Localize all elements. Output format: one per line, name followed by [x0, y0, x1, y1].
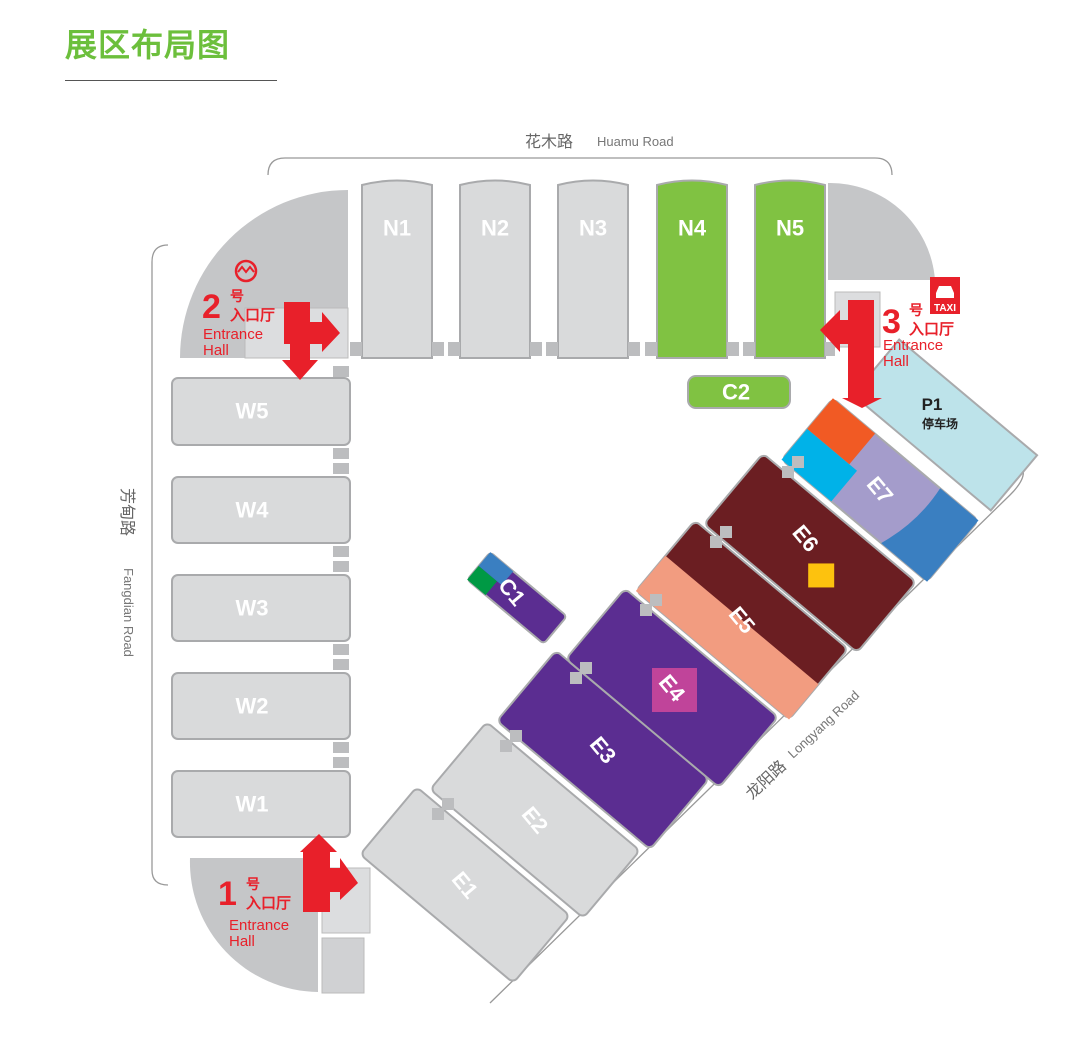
hall-E6[interactable]: E6 — [704, 453, 916, 652]
parking-cn: 停车场 — [922, 416, 958, 431]
hall-label: N5 — [776, 216, 804, 241]
metro-icon — [234, 259, 258, 283]
hall-N3[interactable]: N3 — [557, 179, 629, 359]
hall-N4[interactable]: N4 — [656, 179, 728, 359]
entrance-2-number: 2 — [202, 288, 221, 326]
west-road-cn: 芳甸路 — [118, 488, 137, 536]
entrance-1-cn-top: 号 — [246, 876, 260, 892]
hall-N1[interactable]: N1 — [361, 179, 433, 359]
hall-label: N3 — [579, 216, 607, 241]
entrance-3-en1: Entrance — [883, 337, 943, 354]
hall-label: N1 — [383, 216, 411, 241]
e5-zone — [635, 555, 819, 720]
entrance-3-arrow-icon — [820, 300, 882, 408]
parking-label: P1 — [922, 395, 943, 414]
hall-label: W5 — [236, 399, 269, 424]
hall-W3[interactable]: W3 — [171, 574, 351, 642]
huamu-road-line — [267, 157, 893, 176]
entrance-1-number: 1 — [218, 875, 237, 913]
entrance-2-cn-top: 号 — [230, 288, 244, 304]
fangdian-road-line — [151, 244, 169, 886]
entrance-2-en1: Entrance — [203, 326, 263, 343]
west-connectors — [333, 366, 349, 768]
hall-C1[interactable]: C1 — [467, 552, 567, 644]
entrance-2-cn: 入口厅 — [230, 307, 275, 324]
entrance-1-annex — [321, 937, 365, 994]
east-connectors — [432, 456, 804, 820]
entrance-3-number: 3 — [882, 303, 901, 341]
entrance-2-arrow-icon — [282, 302, 340, 380]
hall-label: W3 — [236, 596, 269, 621]
hall-label: W2 — [236, 694, 269, 719]
north-road-cn: 花木路 — [525, 132, 573, 151]
entrance-hall-3-plaza — [828, 182, 935, 280]
entrance-3-cn-top: 号 — [909, 302, 923, 318]
parking-P1[interactable] — [851, 338, 1039, 512]
hall-label: W4 — [236, 498, 270, 523]
entrance-2-en2: Hall — [203, 342, 229, 359]
hall-W4[interactable]: W4 — [171, 476, 351, 544]
hall-W1[interactable]: W1 — [171, 770, 351, 838]
entrance-3-en2: Hall — [883, 353, 909, 370]
west-road-en: Fangdian Road — [121, 568, 136, 657]
e6-zone — [808, 563, 835, 588]
metro-icon-glyph — [237, 265, 255, 274]
hall-N5[interactable]: N5 — [754, 179, 826, 359]
taxi-label: TAXI — [934, 303, 956, 314]
hall-E3[interactable]: E3 — [497, 650, 709, 849]
north-road-en: Huamu Road — [597, 134, 674, 149]
page-title: 展区布局图 — [65, 26, 231, 64]
north-connectors — [350, 342, 835, 356]
hall-E5[interactable]: E5 — [635, 520, 848, 720]
title-divider — [65, 80, 277, 81]
hall-label: W1 — [236, 792, 269, 817]
entrance-3-cn: 入口厅 — [909, 321, 954, 338]
hall-W5[interactable]: W5 — [171, 377, 351, 446]
taxi-car-glyph — [936, 286, 954, 298]
hall-W2[interactable]: W2 — [171, 672, 351, 740]
hall-label: N2 — [481, 216, 509, 241]
entrance-1-en2: Hall — [229, 933, 255, 950]
entrance-hall-1-plaza — [189, 858, 318, 992]
hall-E7[interactable]: E7 — [781, 398, 979, 582]
entrance-1-arrow-icon — [300, 834, 358, 912]
hall-E4[interactable]: E4 — [566, 588, 778, 787]
hall-label: C2 — [722, 380, 750, 405]
e4-zone — [652, 668, 697, 712]
hall-N2[interactable]: N2 — [459, 179, 531, 359]
entrance-1-en1: Entrance — [229, 917, 289, 934]
hall-C2[interactable]: C2 — [687, 375, 791, 409]
hall-label: N4 — [678, 216, 707, 241]
hall-E2[interactable]: E2 — [430, 722, 640, 918]
entrance-1-cn: 入口厅 — [246, 895, 291, 912]
east-road-cn: 龙阳路 — [742, 756, 790, 803]
hall-E1[interactable]: E1 — [360, 787, 570, 983]
